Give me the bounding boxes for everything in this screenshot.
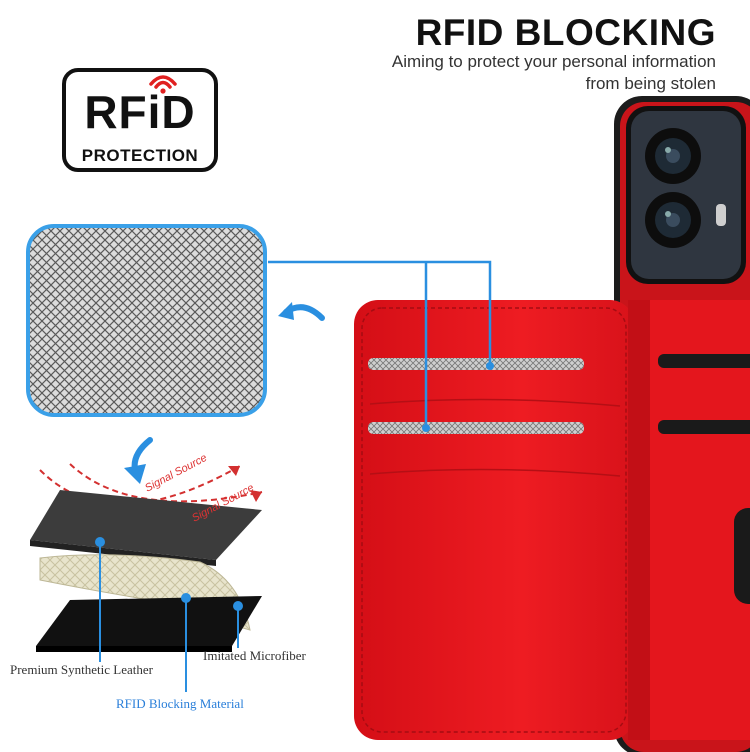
subtitle-line-1: Aiming to protect your personal informat… [391, 52, 716, 71]
camera-lens-icon [645, 128, 701, 184]
subtitle-line-2: from being stolen [585, 74, 716, 93]
material-layers-diagram [30, 463, 263, 692]
rfid-protection-badge: RFiD PROTECTION [62, 68, 218, 172]
label-imitated-microfiber: Imitated Microfiber [203, 648, 306, 663]
curved-arrow-left-icon [278, 302, 325, 321]
flash-icon [716, 204, 726, 226]
camera-lens-icon [645, 192, 701, 248]
label-premium-leather: Premium Synthetic Leather [10, 662, 153, 677]
headline: RFID BLOCKING [415, 12, 716, 53]
badge-protection-text: PROTECTION [81, 146, 199, 165]
label-rfid-blocking-material: RFID Blocking Material [116, 696, 244, 711]
badge-rfid-text: RFiD [84, 86, 196, 138]
wallet-case [354, 300, 750, 740]
rfid-mesh-sample [26, 224, 267, 417]
signal-wave-icon [149, 75, 177, 94]
